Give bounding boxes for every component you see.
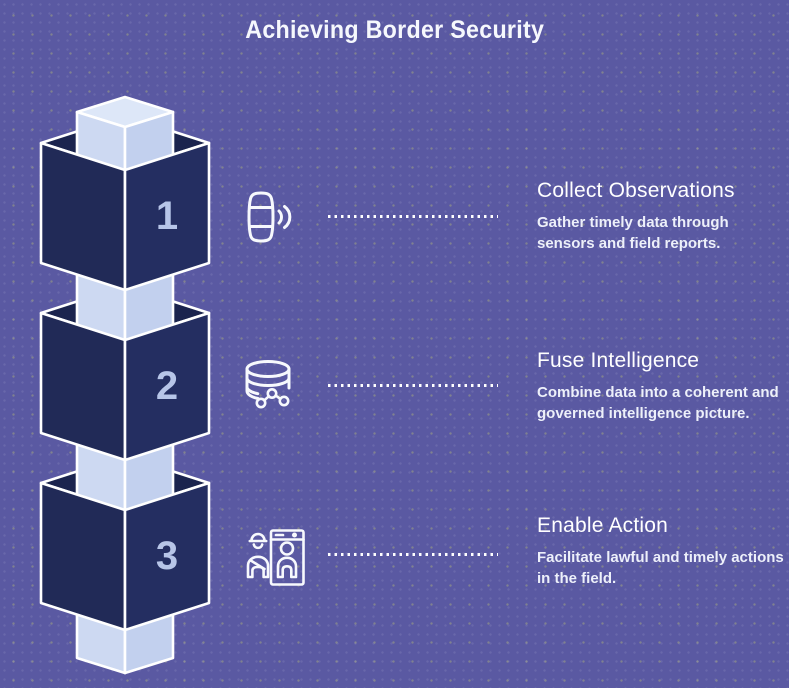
step-2-text: Fuse Intelligence Combine data into a co… (537, 349, 789, 425)
cube-1-right-face (123, 141, 211, 292)
step-3-heading: Enable Action (537, 514, 669, 537)
page-title: Achieving Border Security (245, 16, 544, 44)
step-3-text: Enable Action Facilitate lawful and time… (537, 514, 789, 590)
cube-3-right-face (123, 481, 211, 632)
database-network-icon (244, 358, 296, 412)
step-1-description: Gather timely data through sensors and f… (537, 214, 729, 253)
step-2-description: Combine data into a coherent and governe… (537, 384, 779, 423)
step-number-2: 2 (156, 364, 178, 408)
cube-3-left-face (39, 481, 127, 632)
step-2-heading: Fuse Intelligence (537, 349, 700, 372)
security-checkpoint-icon (246, 528, 306, 588)
cube-2-right-face (123, 311, 211, 462)
cube-1-left-face (39, 141, 127, 292)
cube-tower-graphic: 1 2 3 (39, 95, 211, 675)
step-1-heading: Collect Observations (537, 179, 735, 202)
step-number-1: 1 (156, 194, 178, 238)
connector-dots-1 (328, 215, 498, 218)
cube-2-left-face (39, 311, 127, 462)
sensor-signal-icon (245, 190, 295, 244)
step-1-text: Collect Observations Gather timely data … (537, 179, 789, 255)
connector-dots-3 (328, 553, 498, 556)
step-number-3: 3 (156, 534, 178, 578)
step-3-description: Facilitate lawful and timely actions in … (537, 549, 784, 588)
connector-dots-2 (328, 384, 498, 387)
